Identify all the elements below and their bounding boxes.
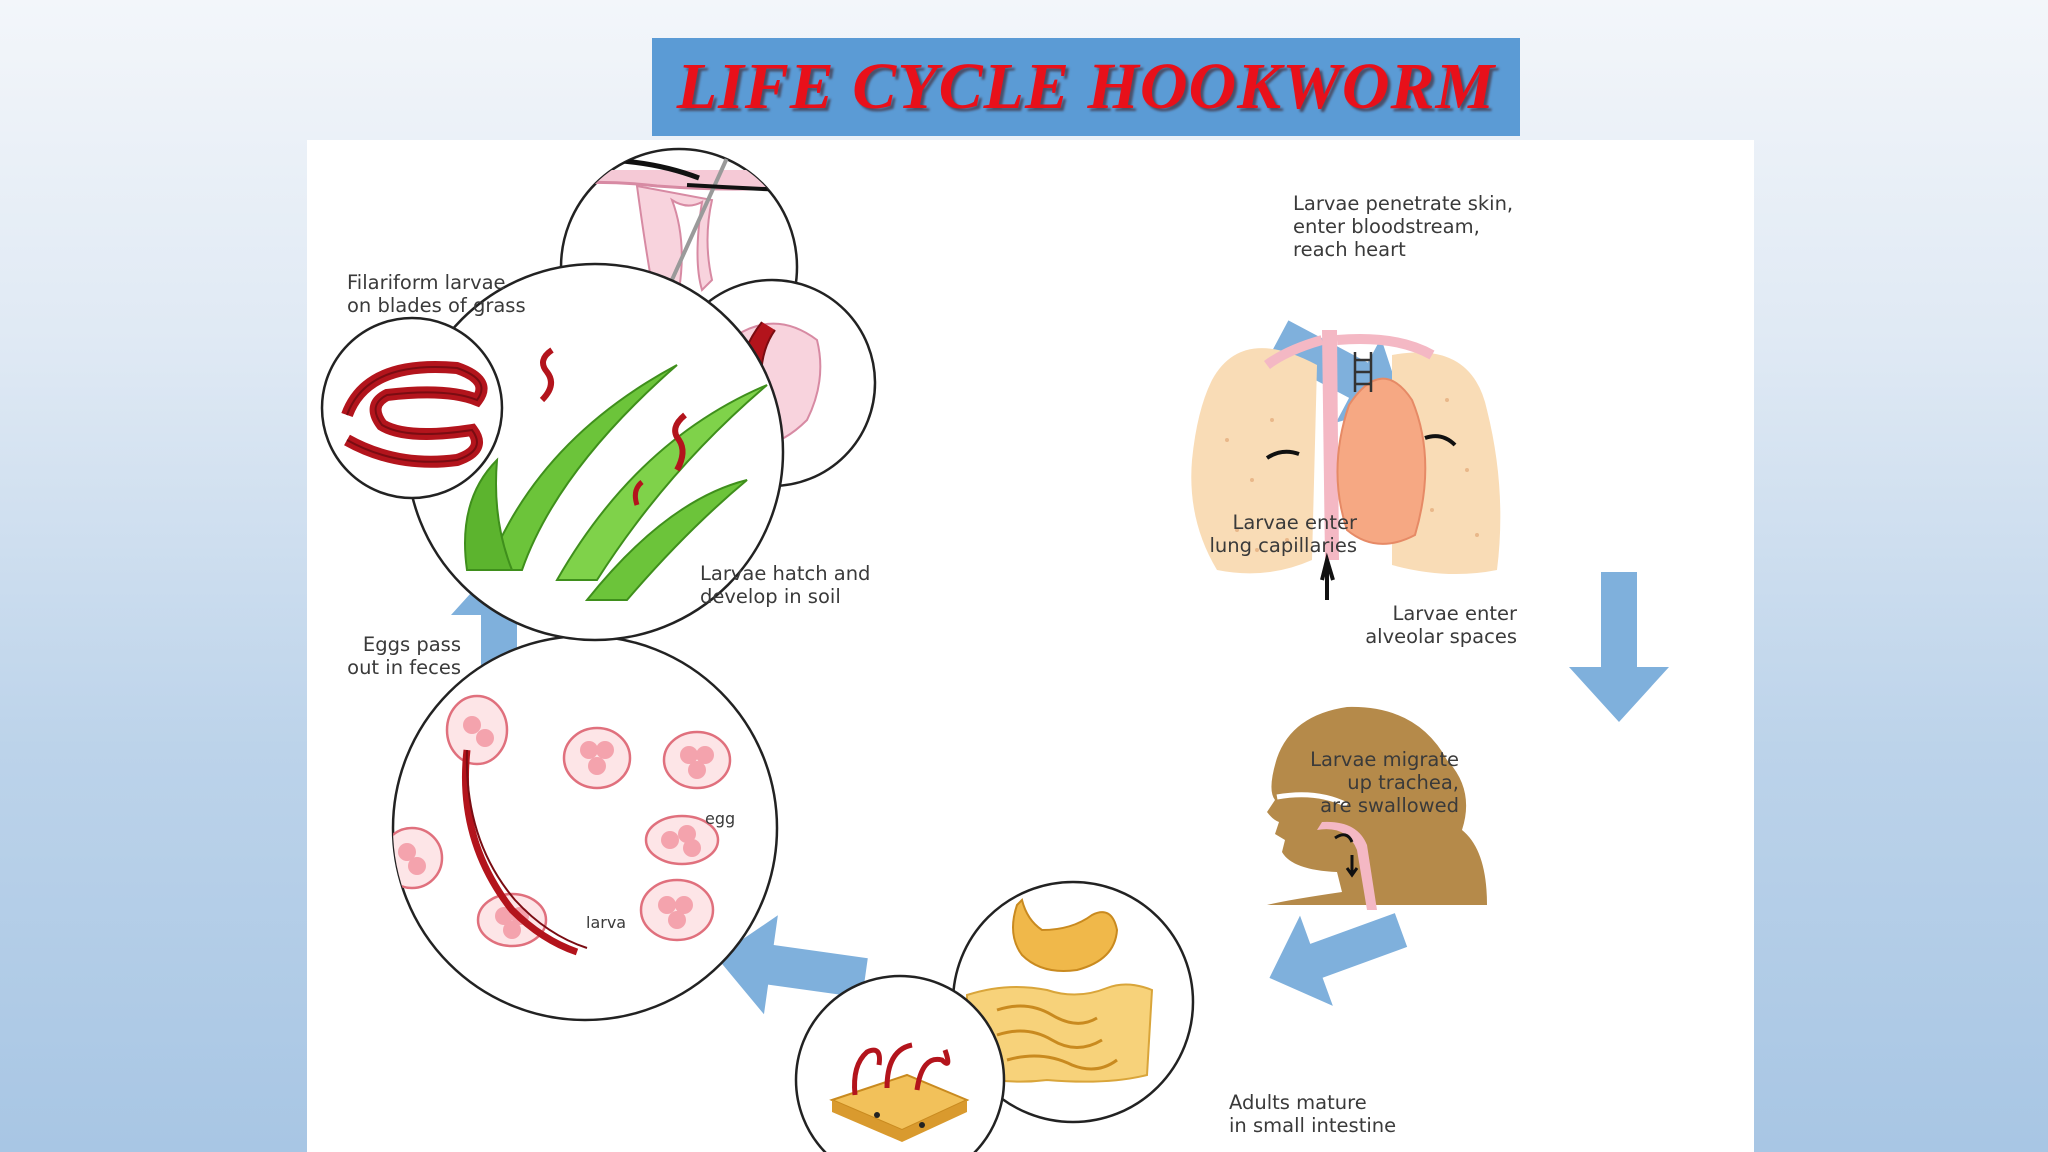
lifecycle-diagram [320,147,1669,1152]
label-alveolar: Larvae enter alveolar spaces [1365,602,1517,648]
diagram-panel: Larvae penetrate skin, enter bloodstream… [307,140,1754,1152]
arrow-gut-to-eggs [716,915,868,1015]
grass-content [464,347,768,601]
label-hatch: Larvae hatch and develop in soil [700,562,871,608]
arrow-lung-to-trachea [1569,572,1669,722]
label-trachea: Larvae migrate up trachea, are swallowed [1310,748,1459,817]
label-egg: egg [705,809,736,828]
label-filariform: Filariform larvae on blades of grass [347,271,526,317]
eggs-circle [391,634,779,1022]
label-larva: larva [586,913,627,932]
arrow-trachea-to-gut [1269,913,1408,1006]
label-lung-capillaries: Larvae enter lung capillaries [1209,511,1357,557]
slide-title: LIFE CYCLE HOOKWORM [676,50,1496,123]
title-banner: LIFE CYCLE HOOKWORM [652,38,1520,136]
grass-circle [320,262,785,642]
label-intestine: Adults mature in small intestine [1229,1091,1397,1137]
head-trachea [1247,706,1507,910]
lungs-heart [1191,330,1501,600]
label-skin: Larvae penetrate skin, enter bloodstream… [1293,192,1514,261]
worms-circle [794,974,1006,1152]
label-eggs-feces: Eggs pass out in feces [347,633,461,679]
eggs-content [393,694,732,956]
